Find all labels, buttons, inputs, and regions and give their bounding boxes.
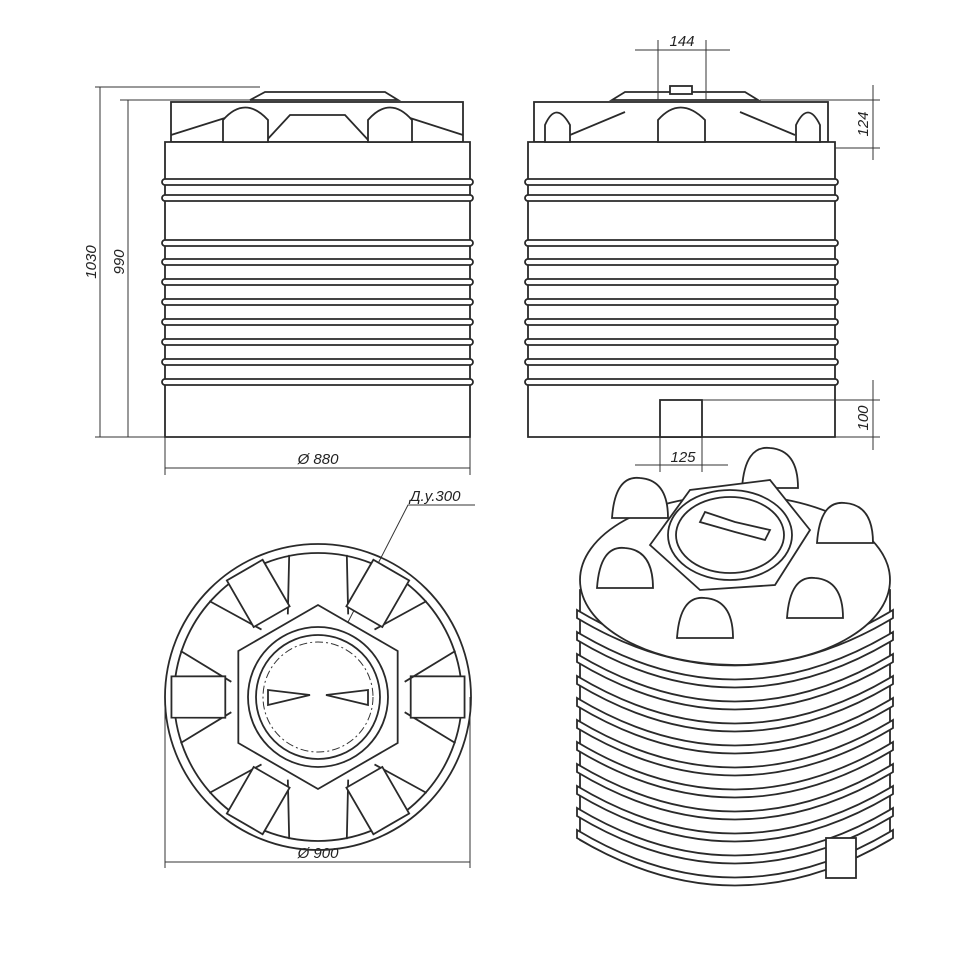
rib (576, 718, 894, 777)
rib (524, 338, 839, 346)
dim-body-height: 990 (111, 249, 128, 275)
rib (161, 318, 474, 326)
dome (786, 577, 844, 619)
rib (161, 358, 474, 366)
top-ribs (569, 111, 796, 136)
dim-total-height: 1030 (83, 245, 100, 279)
dim-top-diameter: Ø 900 (297, 845, 340, 862)
hatch-ring (667, 489, 793, 581)
lid-handle (267, 688, 369, 707)
rib (161, 194, 474, 202)
outer-circle (164, 543, 472, 851)
rib (576, 784, 894, 843)
rib (161, 239, 474, 247)
dome (345, 765, 411, 836)
rib (524, 239, 839, 247)
dome-right (795, 111, 821, 143)
dim-hatch-width: 144 (669, 33, 694, 50)
rib (161, 378, 474, 386)
outlet (825, 837, 857, 879)
rib (576, 674, 894, 733)
dome (611, 477, 669, 519)
dome-left (544, 111, 571, 143)
hatch-lid (249, 91, 402, 101)
dome (225, 765, 291, 836)
outlet (659, 399, 703, 438)
dome (596, 547, 654, 589)
dim-nominal-diameter: Д.у.300 (408, 488, 461, 505)
rib (576, 696, 894, 755)
tank-body (527, 141, 836, 438)
dim-top-height: 124 (855, 111, 872, 136)
rib (576, 762, 894, 821)
dome (816, 502, 874, 544)
rib (576, 630, 894, 689)
hatch-ring-outer (247, 626, 389, 768)
rib (161, 258, 474, 266)
rib (576, 652, 894, 711)
rib (576, 740, 894, 799)
hatch-handle (669, 85, 693, 95)
dome (409, 675, 466, 719)
hatch-axis-circle (262, 641, 374, 753)
body-ribs (524, 178, 839, 386)
hatch-hexagon (648, 479, 812, 591)
dim-outlet-width: 125 (670, 449, 696, 466)
hatch-ring-inner (255, 634, 381, 760)
rib (161, 178, 474, 186)
top-ribs (170, 114, 464, 143)
rib (524, 358, 839, 366)
hatch-hexagon (237, 603, 399, 791)
rib (524, 318, 839, 326)
dome-center (657, 106, 706, 143)
lid-handle (698, 510, 772, 542)
front-view-left (161, 91, 474, 438)
dome (225, 558, 291, 629)
dim-body-diameter: Ø 880 (297, 451, 340, 468)
rib (161, 298, 474, 306)
body-ribs (161, 178, 474, 386)
dim-outlet-height: 100 (855, 405, 872, 431)
rib (524, 178, 839, 186)
rib (576, 806, 894, 865)
rib (161, 338, 474, 346)
dome (345, 558, 411, 629)
tank-body (164, 141, 471, 438)
dome (741, 447, 799, 489)
dome-left (222, 106, 269, 143)
dome-right (367, 106, 413, 143)
rib (161, 278, 474, 286)
top-view (164, 543, 472, 851)
rib (524, 298, 839, 306)
rib (524, 194, 839, 202)
hatch-lid (608, 91, 762, 101)
front-view-right (524, 85, 839, 438)
rib (524, 378, 839, 386)
perspective-view (576, 447, 894, 887)
rib (576, 828, 894, 887)
rib (524, 278, 839, 286)
dome (170, 675, 227, 719)
rib (524, 258, 839, 266)
dome (676, 597, 734, 639)
